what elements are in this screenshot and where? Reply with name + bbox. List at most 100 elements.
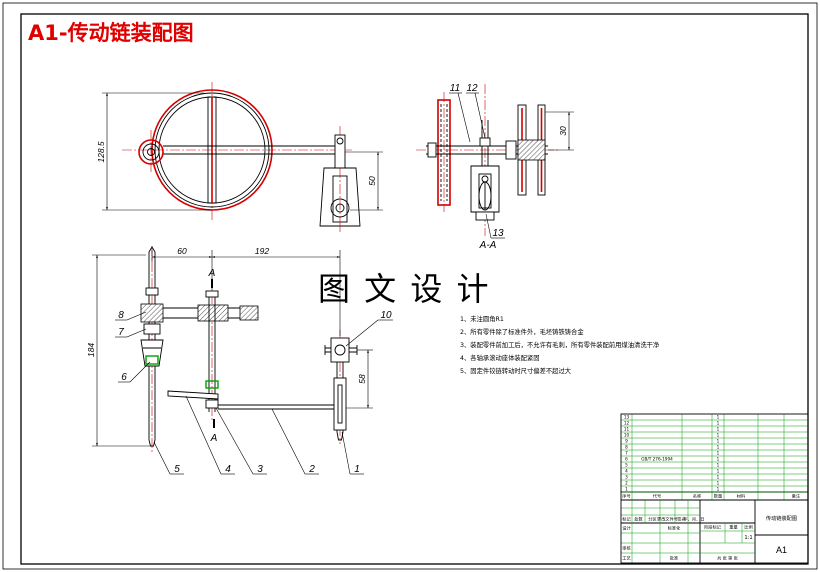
large-sprocket [151, 89, 273, 211]
signature-label: 标准化 [668, 525, 681, 532]
section-marker-bottom: A [210, 419, 218, 444]
part-label-6: 6 [118, 361, 151, 383]
dimension-128-5: 128.5 [96, 92, 212, 211]
right-roller-assembly [324, 337, 358, 441]
parts-row-no: 13 [624, 415, 630, 420]
part-number: 5 [174, 464, 180, 475]
dim-text: 30 [558, 126, 568, 136]
part-number: 13 [492, 228, 504, 239]
parts-row-no: 11 [624, 427, 630, 432]
dim-text: 50 [367, 176, 377, 186]
parts-row-qty: 1 [717, 421, 720, 426]
roller-assembly [470, 120, 500, 221]
part-number: 3 [257, 464, 263, 475]
drawing-number: A1 [776, 545, 787, 555]
parts-row-no: 8 [625, 445, 628, 450]
dimension-30: 30 [545, 111, 574, 151]
scale-label: 比例 [744, 524, 752, 531]
dimension-184: 184 [86, 254, 150, 447]
stage-label: 阶段标记 [704, 524, 722, 531]
dimension-192: 192 [212, 246, 341, 336]
dim-text: 184 [86, 343, 96, 357]
parts-row-no: 3 [625, 475, 628, 480]
revision-cell: 标记 [622, 516, 631, 523]
section-view-a-a: 30 11 12 13 A-A [416, 83, 574, 251]
parts-row-qty: 1 [717, 427, 720, 432]
signature-label: 审核 [622, 545, 631, 552]
section-label: A-A [479, 240, 497, 251]
dim-text: 58 [357, 374, 367, 384]
part-label-1: 1 [341, 431, 364, 475]
parts-row-qty: 1 [717, 481, 720, 486]
header-cell: 序号 [622, 493, 630, 500]
signature-fields: 设计 标准化 审核 工艺 批准 [622, 525, 681, 562]
small-sprocket [138, 139, 164, 165]
watermark: 图 文 设 计 [318, 270, 491, 308]
weight-label: 重量 [729, 524, 737, 531]
base-plate [167, 390, 337, 410]
parts-row-no: 4 [625, 469, 628, 474]
section-marker-top: A [208, 268, 216, 288]
parts-row-qty: 1 [717, 463, 720, 468]
revision-header: 标记 处数 分区 更改文件号 签名 年、月、日 [622, 516, 704, 523]
scale-value: 1:1 [744, 535, 752, 541]
part-7-block [143, 323, 161, 335]
part-number: 6 [121, 372, 127, 383]
part-label-13: 13 [485, 213, 505, 239]
note-line: 4、各轴承滚动座体装配紧固 [460, 353, 540, 362]
parts-row-qty: 1 [717, 439, 720, 444]
header-cell: 材料 [737, 493, 746, 500]
note-line: 3、装配零件前加工后，不允许有毛刺，所有零件装配前用煤油清洗干净 [460, 340, 660, 349]
revision-cell: 分区 [648, 516, 656, 523]
parts-row-qty: 1 [717, 469, 720, 474]
top-view: 128.5 50 [96, 82, 383, 234]
header-cell: 数量 [714, 493, 722, 500]
upper-chain-bar [140, 303, 259, 323]
part-label-4: 4 [185, 395, 235, 475]
stage-scale-fields: 阶段标记 重量 比例 1:1 共 张 第 张 [704, 524, 753, 562]
revision-cell: 年、月、日 [684, 516, 705, 523]
parts-row-qty: 1 [717, 445, 720, 450]
section-letter: A [210, 433, 218, 444]
parts-row-no: 10 [624, 433, 630, 438]
part-label-2: 2 [271, 408, 319, 475]
drawing-name: 传动链装配图 [766, 514, 797, 522]
parts-row-qty: 1 [717, 487, 720, 492]
front-view: 60 192 184 58 A A 8 [86, 246, 393, 475]
part-number: 2 [308, 464, 315, 475]
signature-label: 工艺 [622, 556, 630, 561]
section-letter: A [208, 268, 216, 279]
dim-text: 128.5 [96, 141, 106, 163]
signature-label: 批准 [670, 555, 678, 562]
header-cell: 代号 [653, 493, 661, 500]
drawing-title: A1-传动链装配图 [28, 21, 194, 45]
note-line: 5、固定件铰链转动时尺寸偏差不超过大 [460, 366, 572, 375]
connecting-arm [163, 145, 335, 155]
part-label-8: 8 [115, 310, 147, 321]
parts-row-no: 12 [624, 421, 630, 426]
part-6-cone [140, 339, 164, 367]
middle-sprocket-hub [197, 304, 229, 322]
inner-border [20, 13, 809, 565]
header-cell: 名称 [693, 493, 701, 500]
dimension-58: 58 [346, 349, 373, 409]
title-block-border [620, 413, 809, 564]
dim-text: 60 [177, 246, 187, 256]
revision-cell: 处数 [634, 516, 643, 523]
part-number: 10 [380, 310, 392, 321]
dimension-50: 50 [345, 151, 383, 211]
parts-row-no: 1 [625, 487, 628, 492]
parts-row-no: 6 [625, 457, 628, 462]
middle-shaft [205, 290, 219, 412]
note-line: 1、未注圆角R1 [460, 314, 504, 323]
dim-text: 192 [255, 246, 269, 256]
parts-list-grid [621, 414, 808, 501]
bar-end [239, 305, 259, 321]
part-label-3: 3 [215, 407, 267, 475]
technical-notes: 1、未注圆角R1 2、所有零件除了标准件外，毛坯铸铁铸合金 3、装配零件前加工后… [460, 314, 660, 375]
parts-row-no: 9 [625, 439, 628, 444]
left-sprocket-hub [140, 303, 164, 323]
roller-bracket [319, 134, 361, 227]
